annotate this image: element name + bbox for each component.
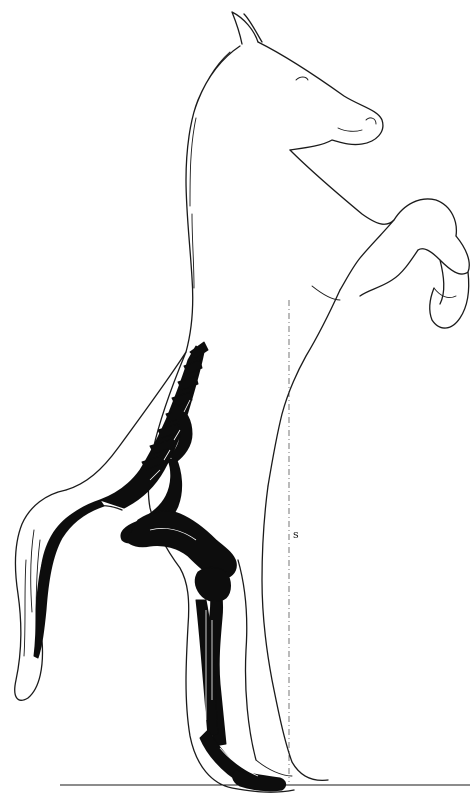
- horse-outline: [15, 12, 470, 792]
- skeleton-silhouette: [34, 342, 286, 791]
- vertical-reference-label: s: [293, 528, 299, 541]
